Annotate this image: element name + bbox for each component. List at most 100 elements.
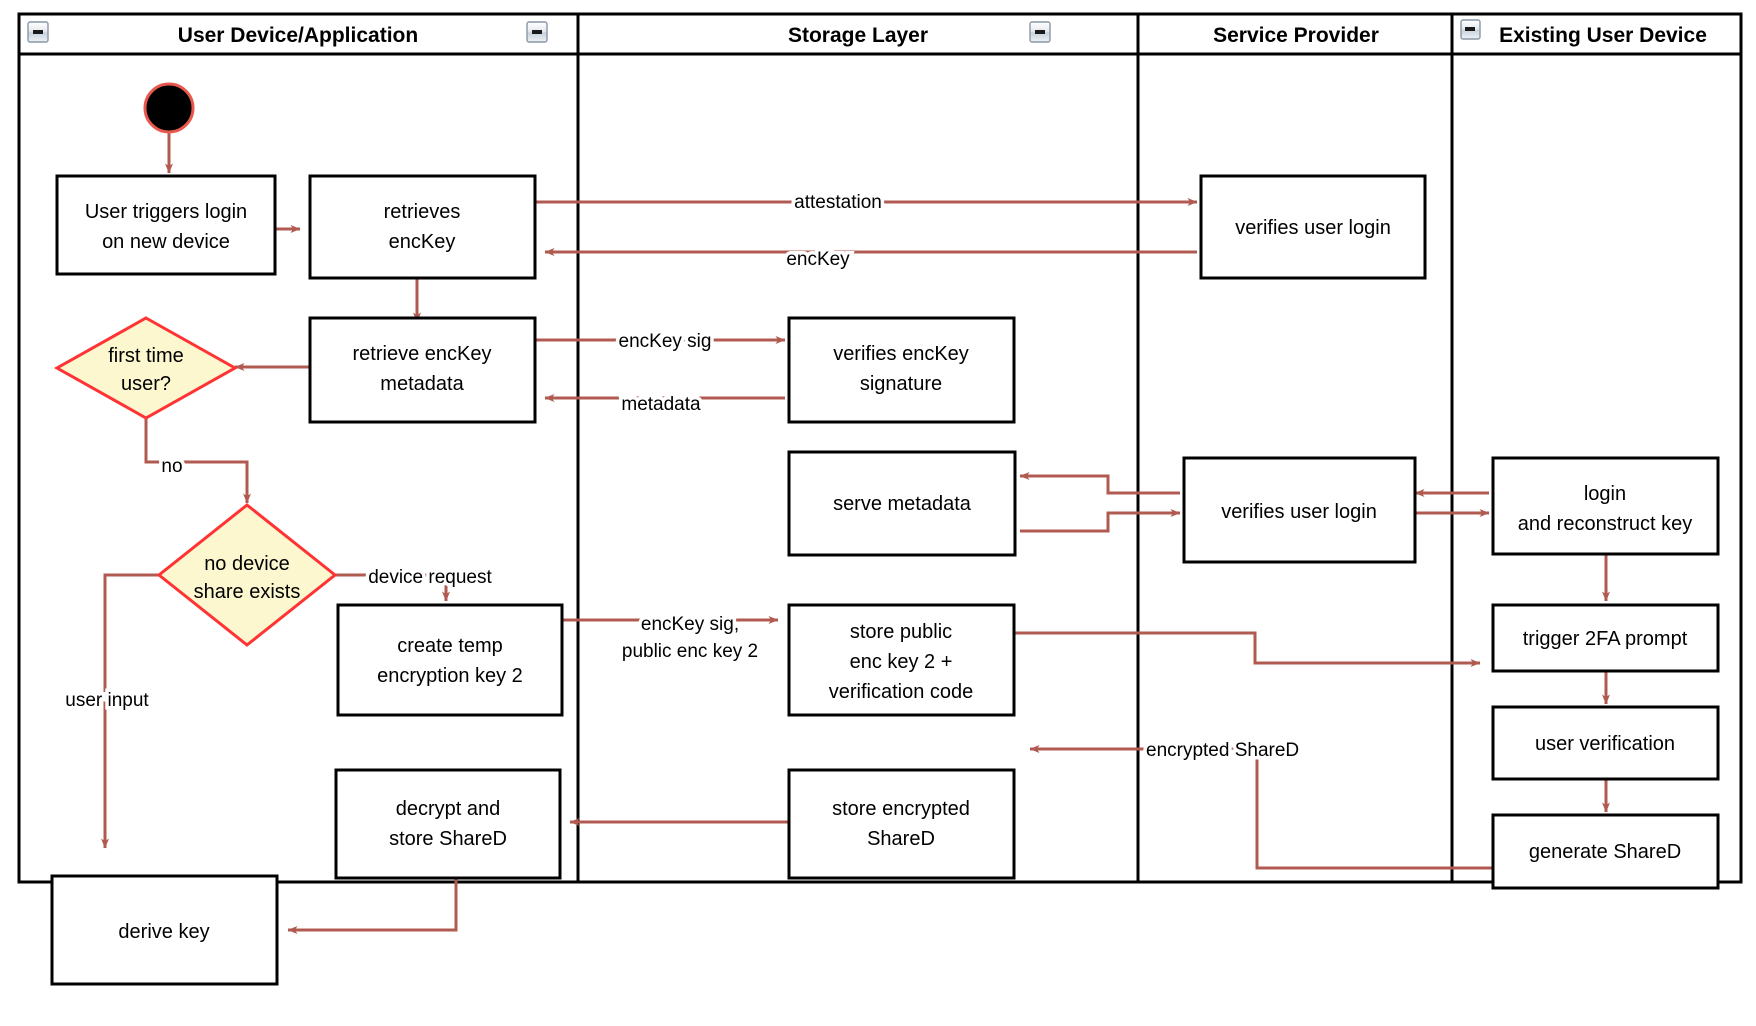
edge-label-device-request: device request [368, 567, 492, 588]
node-label: verifies user login [1235, 217, 1391, 239]
decision-diamond [53, 316, 239, 420]
node-user-triggers-login[interactable]: User triggers login on new device [55, 174, 277, 276]
node-login-and-reconstruct-key[interactable]: login and reconstruct key [1491, 456, 1720, 556]
node-label-line-2: user? [121, 373, 171, 395]
node-label-line-2: and reconstruct key [1518, 513, 1693, 535]
node-label-line-2: store ShareD [389, 828, 507, 850]
node-retrieve-enckey-metadata[interactable]: retrieve encKey metadata [308, 316, 537, 424]
node-box [1491, 456, 1720, 556]
edge-no-branch [144, 418, 251, 504]
node-initial-start[interactable] [143, 82, 195, 134]
node-user-verification[interactable]: user verification [1491, 705, 1720, 781]
node-label-line-1: decrypt and [396, 798, 501, 820]
edge-label-enckey-sig: encKey sig [619, 331, 712, 352]
start-node-icon [143, 82, 195, 134]
node-box [1199, 174, 1427, 280]
node-box [308, 174, 537, 280]
node-label-line-1: create temp [397, 635, 503, 657]
edge-label-attestation: attestation [794, 192, 882, 213]
node-label-line-1: store public [850, 621, 952, 643]
node-box [787, 603, 1016, 717]
node-label-line-1: first time [108, 345, 184, 367]
node-derive-key[interactable]: derive key [50, 874, 279, 986]
node-box [1182, 456, 1417, 564]
node-box [50, 874, 279, 986]
lane-title-user-device: User Device/Application [178, 24, 418, 47]
edge-label-metadata: metadata [621, 394, 701, 415]
node-box [1491, 603, 1720, 673]
node-label: trigger 2FA prompt [1523, 628, 1688, 650]
lane-title-storage-layer: Storage Layer [788, 24, 928, 47]
node-create-temp-encryption-key-2[interactable]: create temp encryption key 2 [336, 603, 564, 717]
node-box [787, 450, 1017, 557]
node-label-line-3: verification code [829, 681, 974, 703]
node-box [1491, 705, 1720, 781]
lane-title-service-provider: Service Provider [1213, 24, 1379, 47]
edge-decrypt-to-derive [287, 877, 458, 934]
node-trigger-2fa-prompt[interactable]: trigger 2FA prompt [1491, 603, 1720, 673]
node-label-line-2: enc key 2 + [850, 651, 953, 673]
node-label: verifies user login [1221, 501, 1377, 523]
node-label-line-2: ShareD [867, 828, 935, 850]
edge-label-group: attestation encKey encKey sig metadata n… [62, 189, 1303, 765]
node-label-line-1: no device [204, 553, 290, 575]
node-box [336, 603, 564, 717]
lane-title-existing-user-device: Existing User Device [1499, 24, 1707, 47]
node-box [334, 768, 562, 880]
edge-label-enckey: encKey [786, 249, 850, 270]
node-verifies-user-login-2[interactable]: verifies user login [1182, 456, 1417, 564]
collapse-minus-glyph [33, 30, 43, 34]
node-serve-metadata[interactable]: serve metadata [787, 450, 1017, 557]
lane-header-storage-layer[interactable]: Storage Layer [526, 21, 928, 47]
collapse-minus-glyph [1465, 27, 1475, 31]
edge-encrypted-shared [1029, 745, 1494, 870]
collapse-minus-glyph [1035, 30, 1045, 34]
node-box [308, 316, 537, 424]
node-verifies-user-login-1[interactable]: verifies user login [1199, 174, 1427, 280]
node-decision-no-device-share-exists[interactable]: no device share exists [156, 503, 338, 647]
node-label: derive key [118, 921, 209, 943]
node-label: generate ShareD [1529, 841, 1681, 863]
lane-header-user-device[interactable]: User Device/Application [27, 21, 418, 47]
lane-frame [17, 12, 1743, 884]
node-label-line-1: verifies encKey [833, 343, 969, 365]
edge-label-enckeysig-pub2-line2: public enc key 2 [622, 641, 758, 662]
edge-serve-metadata-to-sp [1020, 509, 1181, 533]
node-decision-first-time-user[interactable]: first time user? [53, 316, 239, 420]
node-label-line-2: share exists [194, 581, 301, 603]
node-label-line-1: retrieves [384, 201, 461, 223]
node-box [1491, 813, 1720, 890]
lane-header-service-provider[interactable]: Service Provider [1029, 21, 1379, 47]
node-label-line-1: store encrypted [832, 798, 970, 820]
collapse-minus-glyph [532, 30, 542, 34]
node-store-encrypted-shared[interactable]: store encrypted ShareD [787, 768, 1016, 880]
edge-storepublic-to-2fa [1013, 631, 1481, 667]
node-retrieves-enckey[interactable]: retrieves encKey [308, 174, 537, 280]
node-decrypt-and-store-shared[interactable]: decrypt and store ShareD [334, 768, 562, 880]
node-store-public-enc-key-2[interactable]: store public enc key 2 + verification co… [787, 603, 1016, 717]
node-label-line-2: encKey [389, 231, 456, 253]
node-generate-shared[interactable]: generate ShareD [1491, 813, 1720, 890]
flow-edges [101, 122, 1610, 934]
node-label-line-2: metadata [380, 373, 464, 395]
node-label-line-2: on new device [102, 231, 230, 253]
node-label-line-2: encryption key 2 [377, 665, 523, 687]
swimlane-outer-border [17, 12, 1743, 884]
edge-label-encrypted-shared: encrypted ShareD [1146, 740, 1299, 761]
edge-user-input [101, 573, 159, 849]
edge-label-user-input: user input [65, 690, 149, 711]
edge-sp-to-serve-metadata [1019, 472, 1180, 495]
node-label-line-1: User triggers login [85, 201, 247, 223]
node-label: serve metadata [833, 493, 972, 515]
edge-label-enckeysig-pub2-line1: encKey sig, [641, 614, 739, 635]
edge-label-no: no [161, 456, 182, 477]
node-verifies-enckey-signature[interactable]: verifies encKey signature [787, 316, 1016, 424]
node-label: user verification [1535, 733, 1675, 755]
lane-header-existing-user-device[interactable]: Existing User Device [1460, 19, 1707, 47]
node-box [787, 316, 1016, 424]
node-label-line-2: signature [860, 373, 942, 395]
node-box [55, 174, 277, 276]
node-label-line-1: retrieve encKey [353, 343, 492, 365]
